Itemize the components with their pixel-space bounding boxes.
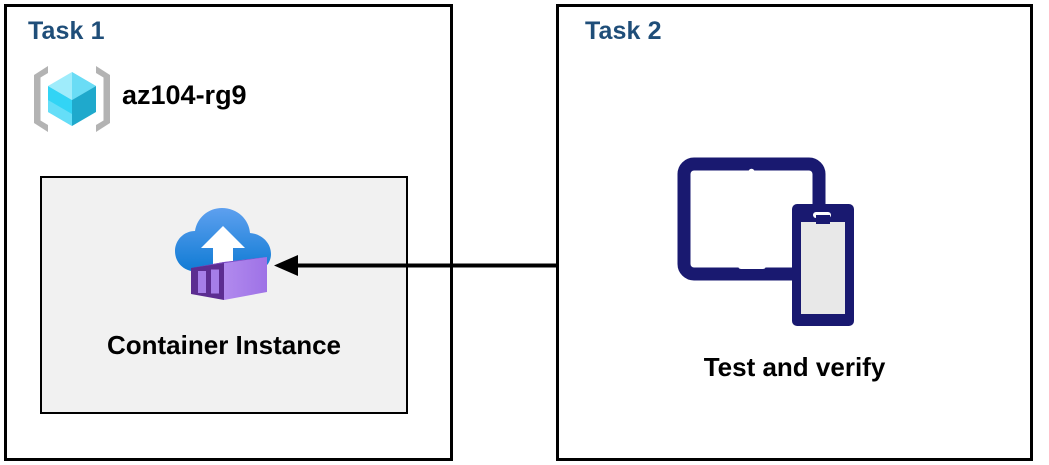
panel-task-2-title: Task 2 (585, 17, 662, 45)
container-instance-label: Container Instance (106, 330, 342, 360)
container-instance-card: Container Instance (40, 176, 408, 414)
azure-container-instance-icon (169, 200, 279, 305)
devices-label: Test and verify (703, 352, 886, 382)
azure-resource-group-icon (30, 62, 114, 136)
resource-group-row: az104-rg9 (30, 62, 330, 136)
resource-group-label: az104-rg9 (122, 80, 247, 110)
tablet-and-phone-devices-icon (677, 157, 870, 340)
panel-task-1-title: Task 1 (28, 17, 105, 45)
